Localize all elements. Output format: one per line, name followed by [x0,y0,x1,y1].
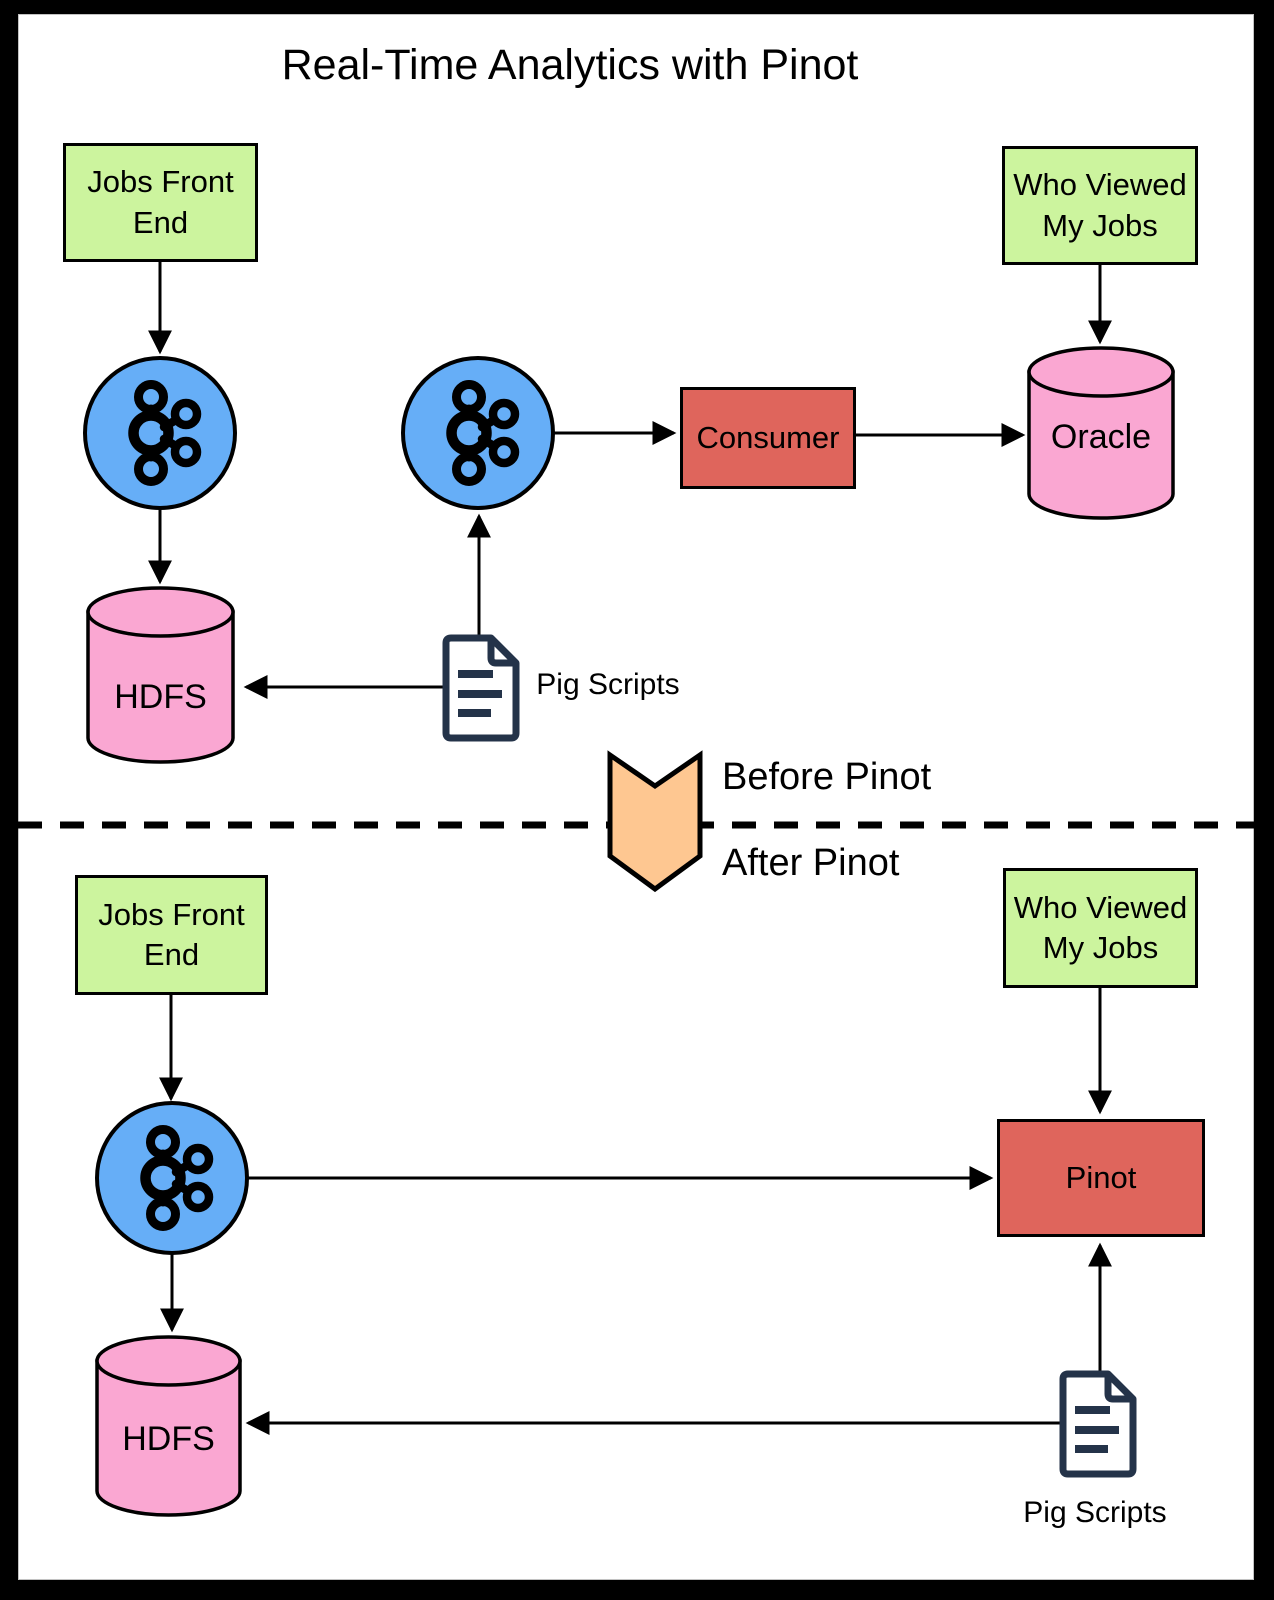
hdfs-cylinder-top-before [86,586,235,638]
node-consumer: Consumer [680,387,856,489]
kafka-icon [97,1103,247,1253]
node-jobs-front-end-before: Jobs Front End [63,143,258,262]
node-who-viewed-my-jobs-after: Who Viewed My Jobs [1003,868,1198,988]
node-label: Who Viewed My Jobs [1013,167,1187,243]
node-label: Jobs Front End [87,164,234,240]
kafka-icon [85,358,235,508]
hdfs-cylinder-after [95,1359,242,1517]
kafka-icon [403,358,553,508]
oracle-cylinder [1027,370,1175,520]
hdfs-label-before: HDFS [114,678,207,717]
node-label: Pinot [1065,1159,1137,1195]
before-pinot-label: Before Pinot [722,755,932,798]
node-label: Who Viewed My Jobs [1013,889,1188,965]
oracle-cylinder-top [1027,346,1175,398]
diagram-title: Real-Time Analytics with Pinot [281,41,859,90]
node-label: Jobs Front End [98,896,245,972]
node-jobs-front-end-after: Jobs Front End [75,875,268,995]
hdfs-cylinder-before [86,610,235,764]
document-icon [446,638,516,738]
oracle-label: Oracle [1050,418,1152,457]
node-label: Consumer [696,419,840,455]
node-pinot: Pinot [997,1119,1205,1237]
pig-scripts-label-before: Pig Scripts [536,667,680,701]
after-pinot-label: After Pinot [722,841,900,884]
hdfs-label-after: HDFS [122,1420,215,1459]
node-who-viewed-my-jobs-before: Who Viewed My Jobs [1002,146,1198,265]
pig-scripts-label-after: Pig Scripts [1023,1495,1167,1529]
chevron-down-icon [607,750,703,893]
document-icon [1063,1374,1133,1474]
hdfs-cylinder-top-after [95,1335,242,1387]
